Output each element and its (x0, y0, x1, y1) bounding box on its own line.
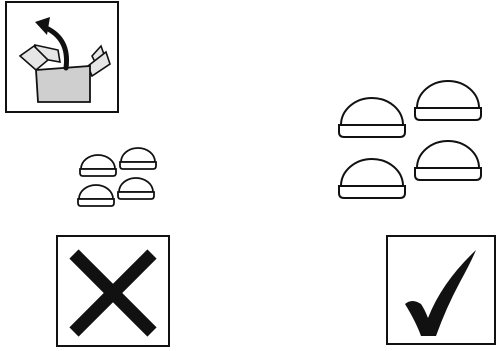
wrong-panel (57, 236, 169, 346)
small-dome-feet-icon (78, 148, 156, 206)
unpack-panel (6, 2, 118, 112)
correct-frame (387, 236, 495, 344)
large-dome-feet-icon (339, 81, 481, 198)
correct-panel (387, 236, 495, 344)
